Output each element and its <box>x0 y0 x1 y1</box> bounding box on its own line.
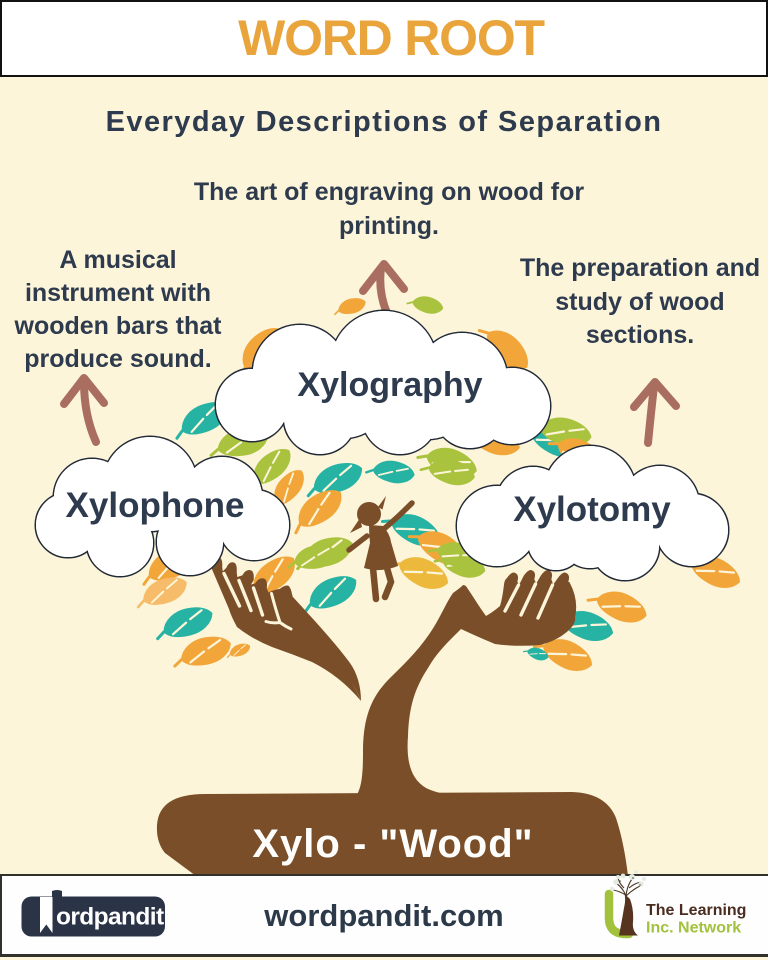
svg-text:ordpandit: ordpandit <box>56 904 164 931</box>
svg-text:The Learning: The Learning <box>646 902 746 919</box>
svg-text:Inc. Network: Inc. Network <box>646 920 741 937</box>
